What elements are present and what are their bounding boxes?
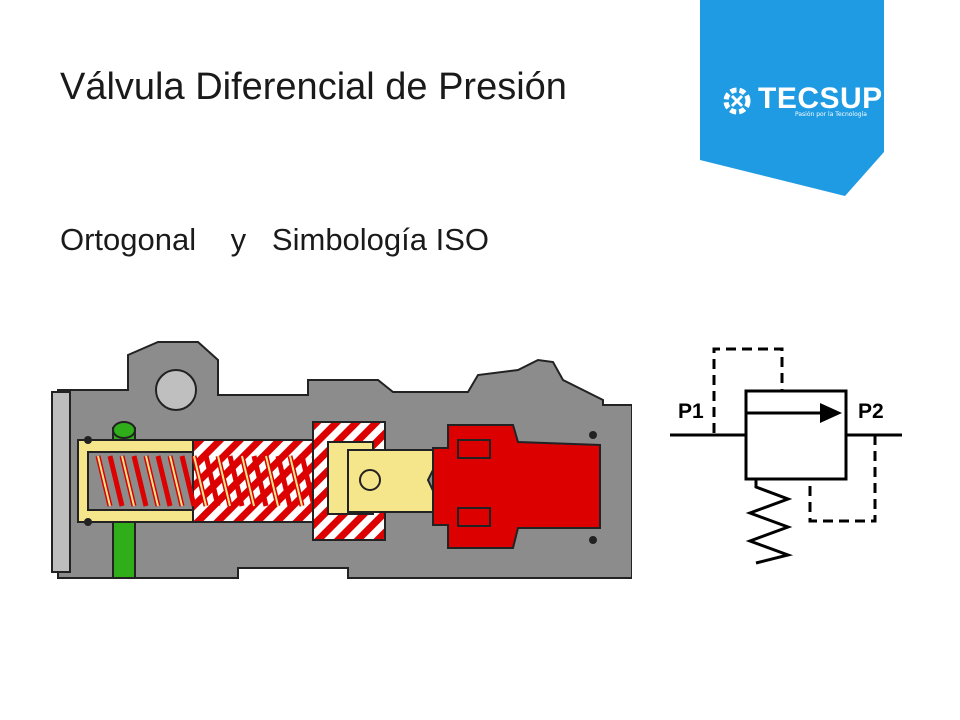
- port-label-p1: P1: [678, 400, 704, 423]
- pilot-line-top: [712, 347, 784, 433]
- logo-banner-shape: [700, 0, 884, 196]
- valve-cutaway-drawing: [51, 341, 632, 579]
- tecsup-gear-icon: [723, 87, 751, 115]
- logo-tagline: Pasión por la Tecnología: [795, 111, 867, 118]
- logo-wordmark: TECSUP: [758, 82, 883, 115]
- spring-symbol: [745, 479, 794, 565]
- end-plate: [51, 391, 71, 573]
- slide-title: Válvula Diferencial de Presión: [60, 66, 567, 108]
- slide-subtitle: Ortogonal y Simbología ISO: [60, 222, 490, 257]
- tecsup-logo-panel: [700, 0, 884, 196]
- port-label-p2: P2: [858, 400, 884, 423]
- valve-envelope: [744, 389, 848, 481]
- flow-arrow-head: [820, 403, 842, 423]
- pilot-line-bottom: [808, 435, 877, 523]
- port-hole: [155, 369, 197, 411]
- iso-valve-symbol: [670, 347, 902, 565]
